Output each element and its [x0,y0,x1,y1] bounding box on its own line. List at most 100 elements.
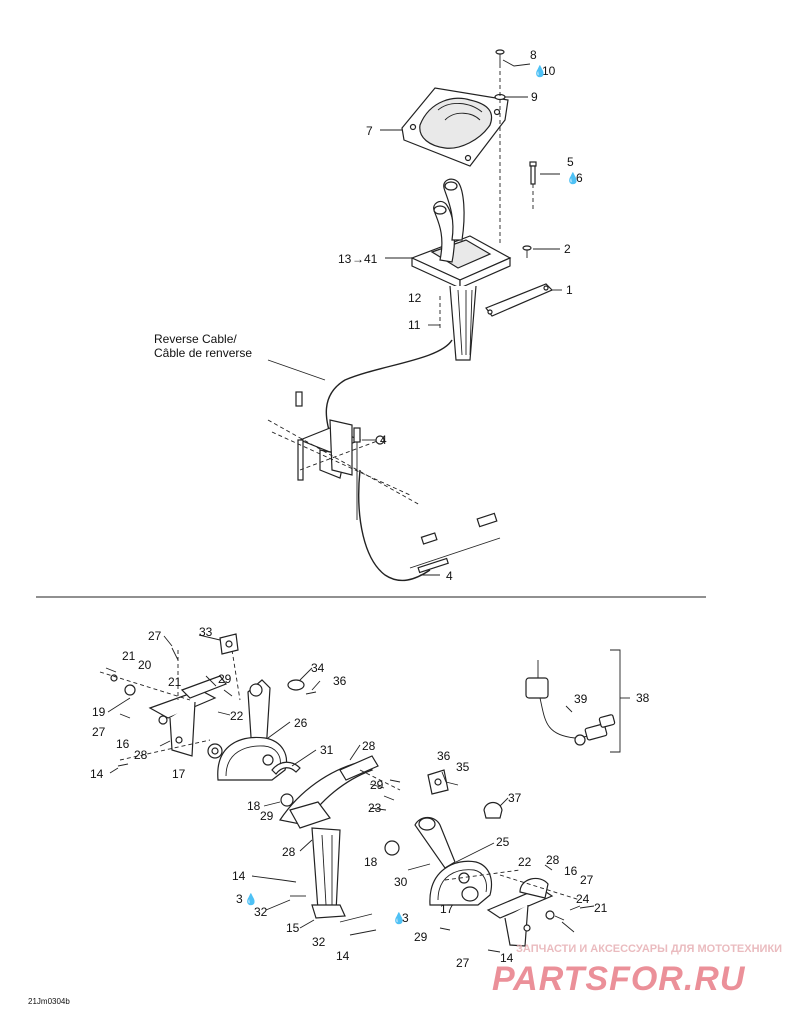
callout-37: 37 [508,791,522,805]
callout-29: 29 [370,778,384,792]
callout-4: 4 [446,569,453,583]
callout-11: 11 [408,318,421,332]
callout-20: 20 [138,658,152,672]
callout-22: 22 [230,709,244,723]
watermark-tagline: ЗАПЧАСТИ И АКСЕССУАРЫ ДЛЯ МОТОТЕХНИКИ [516,943,782,955]
callout-36: 36 [437,749,451,763]
arm-part-26 [217,679,287,781]
washer-part-17 [461,886,479,902]
callout-18: 18 [364,855,378,869]
bracket-part-35 [427,769,449,795]
callout-32: 32 [312,935,326,949]
callout-28: 28 [282,845,296,859]
callout-21: 21 [122,649,136,663]
callout-9: 9 [531,90,538,104]
washer-part-18 [280,793,294,807]
callout-3: 3 [402,911,409,925]
callout-14: 14 [500,951,514,965]
callout-14: 14 [90,767,104,781]
callout-25: 25 [496,835,510,849]
callout-28: 28 [546,853,560,867]
callout-27: 27 [456,956,470,970]
callout-2: 2 [564,242,571,256]
fastener-hardware [105,647,581,953]
callout-39: 39 [574,692,588,706]
reverse-bracket [295,391,362,520]
callout-28: 28 [362,739,376,753]
callout-30: 30 [394,875,408,889]
callout-6: 6 [576,171,583,185]
shifter-assembly-part-13-41 [410,178,512,361]
callout-26: 26 [294,716,308,730]
callout-8: 8 [530,48,537,62]
watermark: ЗАПЧАСТИ И АКСЕССУАРЫ ДЛЯ МОТОТЕХНИКИ PA… [492,943,782,998]
callout-19: 19 [92,705,106,719]
callout-29: 29 [414,930,428,944]
callout-17: 17 [172,767,186,781]
callout-15: 15 [286,921,300,935]
bushing-part-37 [483,801,503,819]
bracket-plate-part-1 [485,283,554,317]
callout-5: 5 [567,155,574,169]
reverse-cable-caption-line1: Reverse Cable/ [154,332,237,346]
callout-34: 34 [311,661,325,675]
callout-1: 1 [566,283,573,297]
callout-16: 16 [116,737,130,751]
callout-21: 21 [168,675,182,689]
callout-27: 27 [92,725,106,739]
callout-31: 31 [320,743,334,757]
drop-icon: 💧 [244,893,258,906]
washer-part-18 [384,840,400,856]
bracket-part-33 [219,633,239,655]
right-bracket-assembly [486,877,555,947]
callout-36: 36 [333,674,347,688]
reverse-cable-caption-line2: Câble de renverse [154,346,252,360]
drop-icon: 💧 [533,65,547,78]
callout-41: 41 [364,252,378,266]
callout-29: 29 [260,809,274,823]
callout-27: 27 [580,873,594,887]
leader-lines-top [267,96,562,576]
callout-24: 24 [576,892,590,906]
leader-lines-bottom [107,634,595,933]
callout-29: 29 [218,672,232,686]
callout-13: 13 [338,252,352,266]
callout-17: 17 [440,902,454,916]
callout-4: 4 [380,433,387,447]
cover-housing-part-7 [401,87,509,167]
callout-27: 27 [148,629,162,643]
center-lever-part-15 [279,755,379,919]
callout-3: 3 [236,892,243,906]
washer-part-34 [287,679,305,691]
callout-10: 10 [542,64,556,78]
callout-14: 14 [336,949,350,963]
callout-23: 23 [368,801,382,815]
cable-end-part-4 [375,435,501,574]
arm-part-25 [414,816,493,906]
screw-part-8 [495,49,531,67]
arrow-icon: → [352,252,364,266]
drop-icon: 💧 [566,172,580,185]
drop-icon: 💧 [392,912,406,925]
callout-16: 16 [564,864,578,878]
pin-part-2 [522,245,532,258]
callout-28: 28 [134,748,148,762]
drawing-code: 21Jm0304b [28,997,70,1006]
bracket-group-38 [610,649,621,753]
callout-14: 14 [232,869,246,883]
callout-21: 21 [594,901,608,915]
switch-assembly-part-38 [525,660,616,746]
callout-33: 33 [199,625,213,639]
callout-32: 32 [254,905,268,919]
watermark-logo: PARTSFOR.RU [492,960,746,998]
bolt-part-5 [529,161,537,212]
left-bracket-assembly [110,674,227,759]
callout-22: 22 [518,855,532,869]
callout-38: 38 [636,691,650,705]
callout-18: 18 [247,799,261,813]
reverse-cable [325,339,453,441]
callout-35: 35 [456,760,470,774]
callout-7: 7 [366,124,373,138]
callout-12: 12 [408,291,422,305]
